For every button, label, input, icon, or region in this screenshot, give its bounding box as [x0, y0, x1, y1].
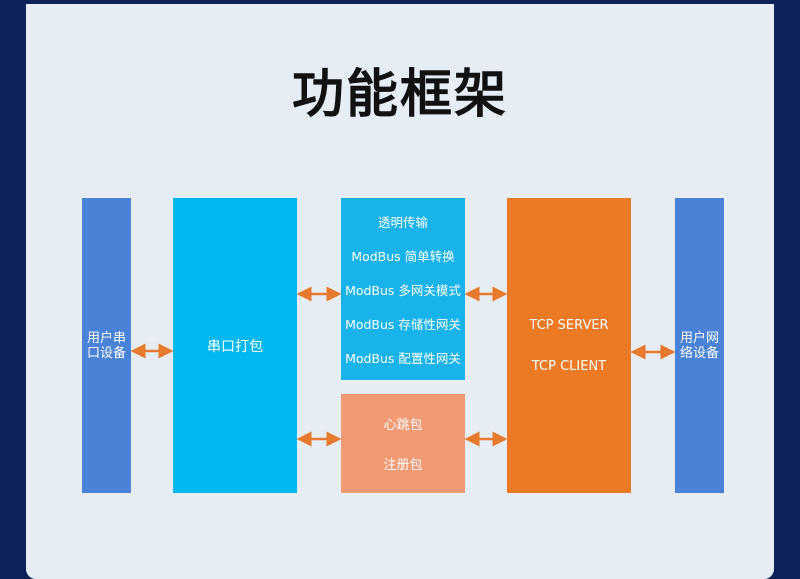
- mode-item: ModBus 配置性网关: [345, 350, 461, 366]
- tcp-item: TCP CLIENT: [531, 358, 607, 374]
- serial-packing-block: 串口打包: [173, 198, 297, 493]
- user-network-device-block: 用户网 络设备: [675, 198, 724, 493]
- block-label: 串口打包: [207, 338, 263, 355]
- mode-item: ModBus 简单转换: [351, 248, 455, 264]
- mode-item: 透明传输: [377, 214, 428, 230]
- mode-item: ModBus 多网关模式: [345, 282, 461, 298]
- mode-item: ModBus 存储性网关: [345, 316, 461, 332]
- block-label-line: 用户串: [86, 330, 126, 346]
- packets-block: 心跳包 注册包: [341, 394, 465, 493]
- block-label-line: 络设备: [679, 345, 719, 361]
- page-title: 功能框架: [291, 65, 508, 125]
- block-label-line: 口设备: [86, 345, 126, 361]
- modes-block: 透明传输 ModBus 简单转换 ModBus 多网关模式 ModBus 存储性…: [341, 198, 465, 380]
- tcp-block: TCP SERVER TCP CLIENT: [507, 198, 631, 493]
- packet-item: 心跳包: [383, 418, 423, 434]
- block-label-line: 用户网: [679, 330, 719, 346]
- user-serial-device-block: 用户串 口设备: [82, 198, 131, 493]
- packet-item: 注册包: [383, 457, 423, 473]
- tcp-item: TCP SERVER: [529, 317, 609, 333]
